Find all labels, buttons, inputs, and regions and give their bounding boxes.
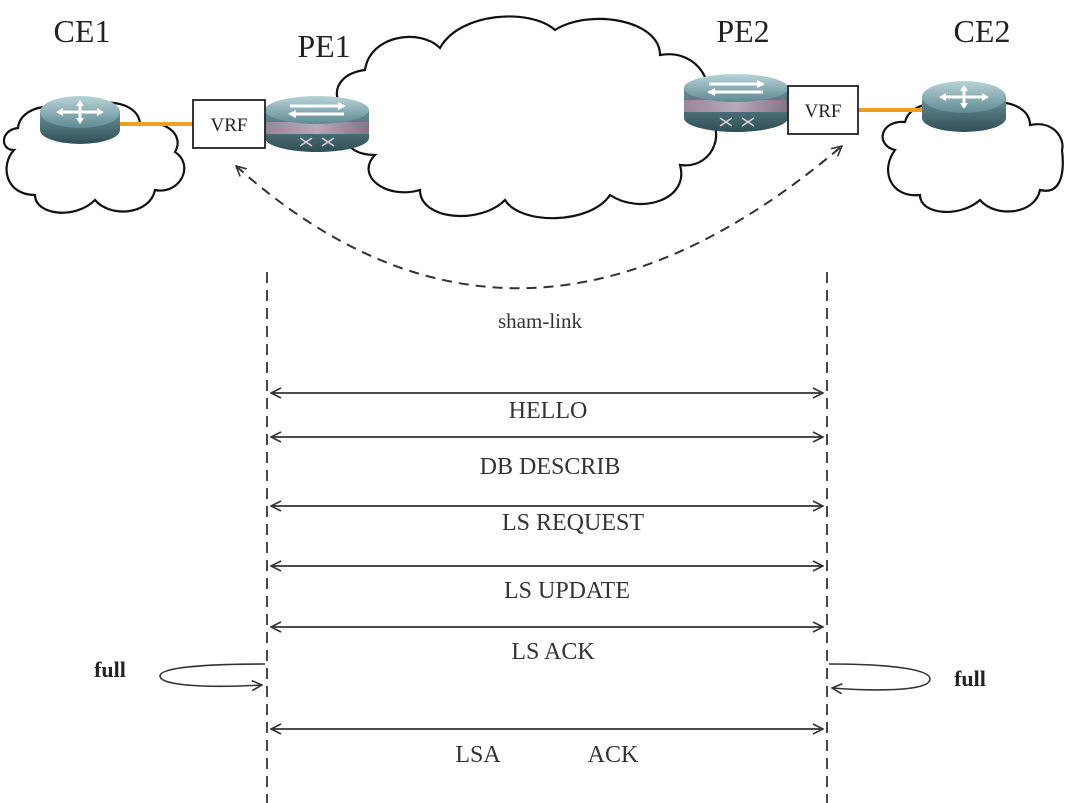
full-loop-left <box>159 663 266 686</box>
msg-label-db-describ: DB DESCRIB <box>480 454 621 480</box>
msg-label-lsa: LSA <box>455 742 501 768</box>
node-label-pe2: PE2 <box>716 13 769 49</box>
msg-label-ack: ACK <box>588 742 639 768</box>
vrf-label-right: VRF <box>805 101 842 122</box>
state-label-right: full <box>954 666 986 691</box>
node-label-pe1: PE1 <box>297 28 350 64</box>
customer-cloud-right <box>881 101 1064 213</box>
provider-cloud <box>335 15 718 220</box>
router-ce1-icon <box>40 96 120 144</box>
sham-link-arc <box>236 146 842 290</box>
msg-label-ls-ack: LS ACK <box>511 639 595 665</box>
sham-link-label: sham-link <box>498 309 582 333</box>
state-label-left: full <box>94 657 126 682</box>
vrf-box-right <box>787 85 859 135</box>
router-pe2-icon <box>684 74 788 132</box>
router-ce2-icon <box>922 81 1006 132</box>
router-pe1-icon <box>265 96 369 152</box>
node-label-ce1: CE1 <box>54 13 111 49</box>
msg-label-ls-update: LS UPDATE <box>504 578 630 604</box>
vrf-label-left: VRF <box>211 115 248 136</box>
full-loop-right <box>828 663 931 690</box>
msg-label-ls-request: LS REQUEST <box>502 510 644 536</box>
vrf-box-left <box>192 99 266 149</box>
node-label-ce2: CE2 <box>954 13 1011 49</box>
msg-label-hello: HELLO <box>509 398 588 424</box>
